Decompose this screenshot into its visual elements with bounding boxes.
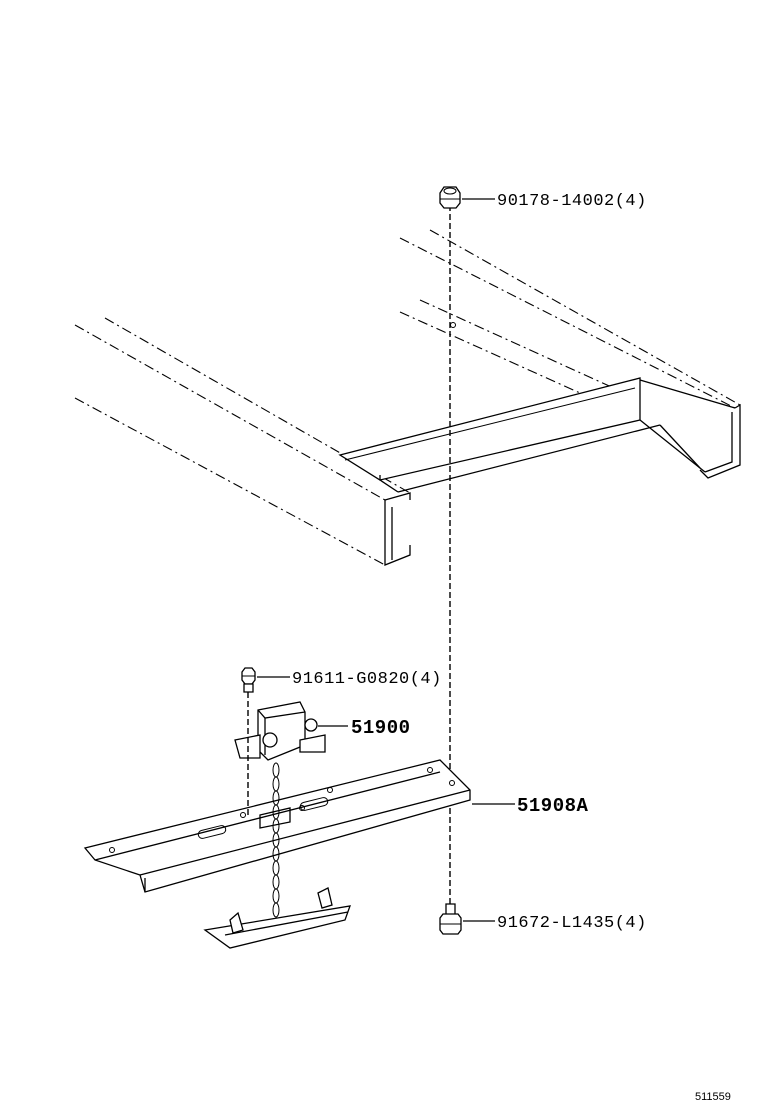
callout-bracket-bolt: 91672-L1435(4)	[497, 914, 647, 933]
bracket-bolt-icon	[439, 903, 462, 935]
bracket-plate	[83, 759, 471, 893]
frame-nut-icon	[439, 186, 461, 209]
vehicle-frame	[74, 229, 741, 566]
callout-bracket: 51908A	[517, 795, 589, 817]
callout-frame-nut: 90178-14002(4)	[497, 192, 647, 211]
hanger-bolt-icon	[241, 667, 256, 693]
carrier-assembly	[234, 701, 326, 761]
spare-tire-hook	[203, 887, 351, 949]
chain-icon	[272, 762, 280, 918]
callout-carrier: 51900	[351, 717, 411, 739]
callout-hanger-bolt: 91611-G0820(4)	[292, 670, 442, 689]
figure-code: 511559	[695, 1091, 731, 1103]
